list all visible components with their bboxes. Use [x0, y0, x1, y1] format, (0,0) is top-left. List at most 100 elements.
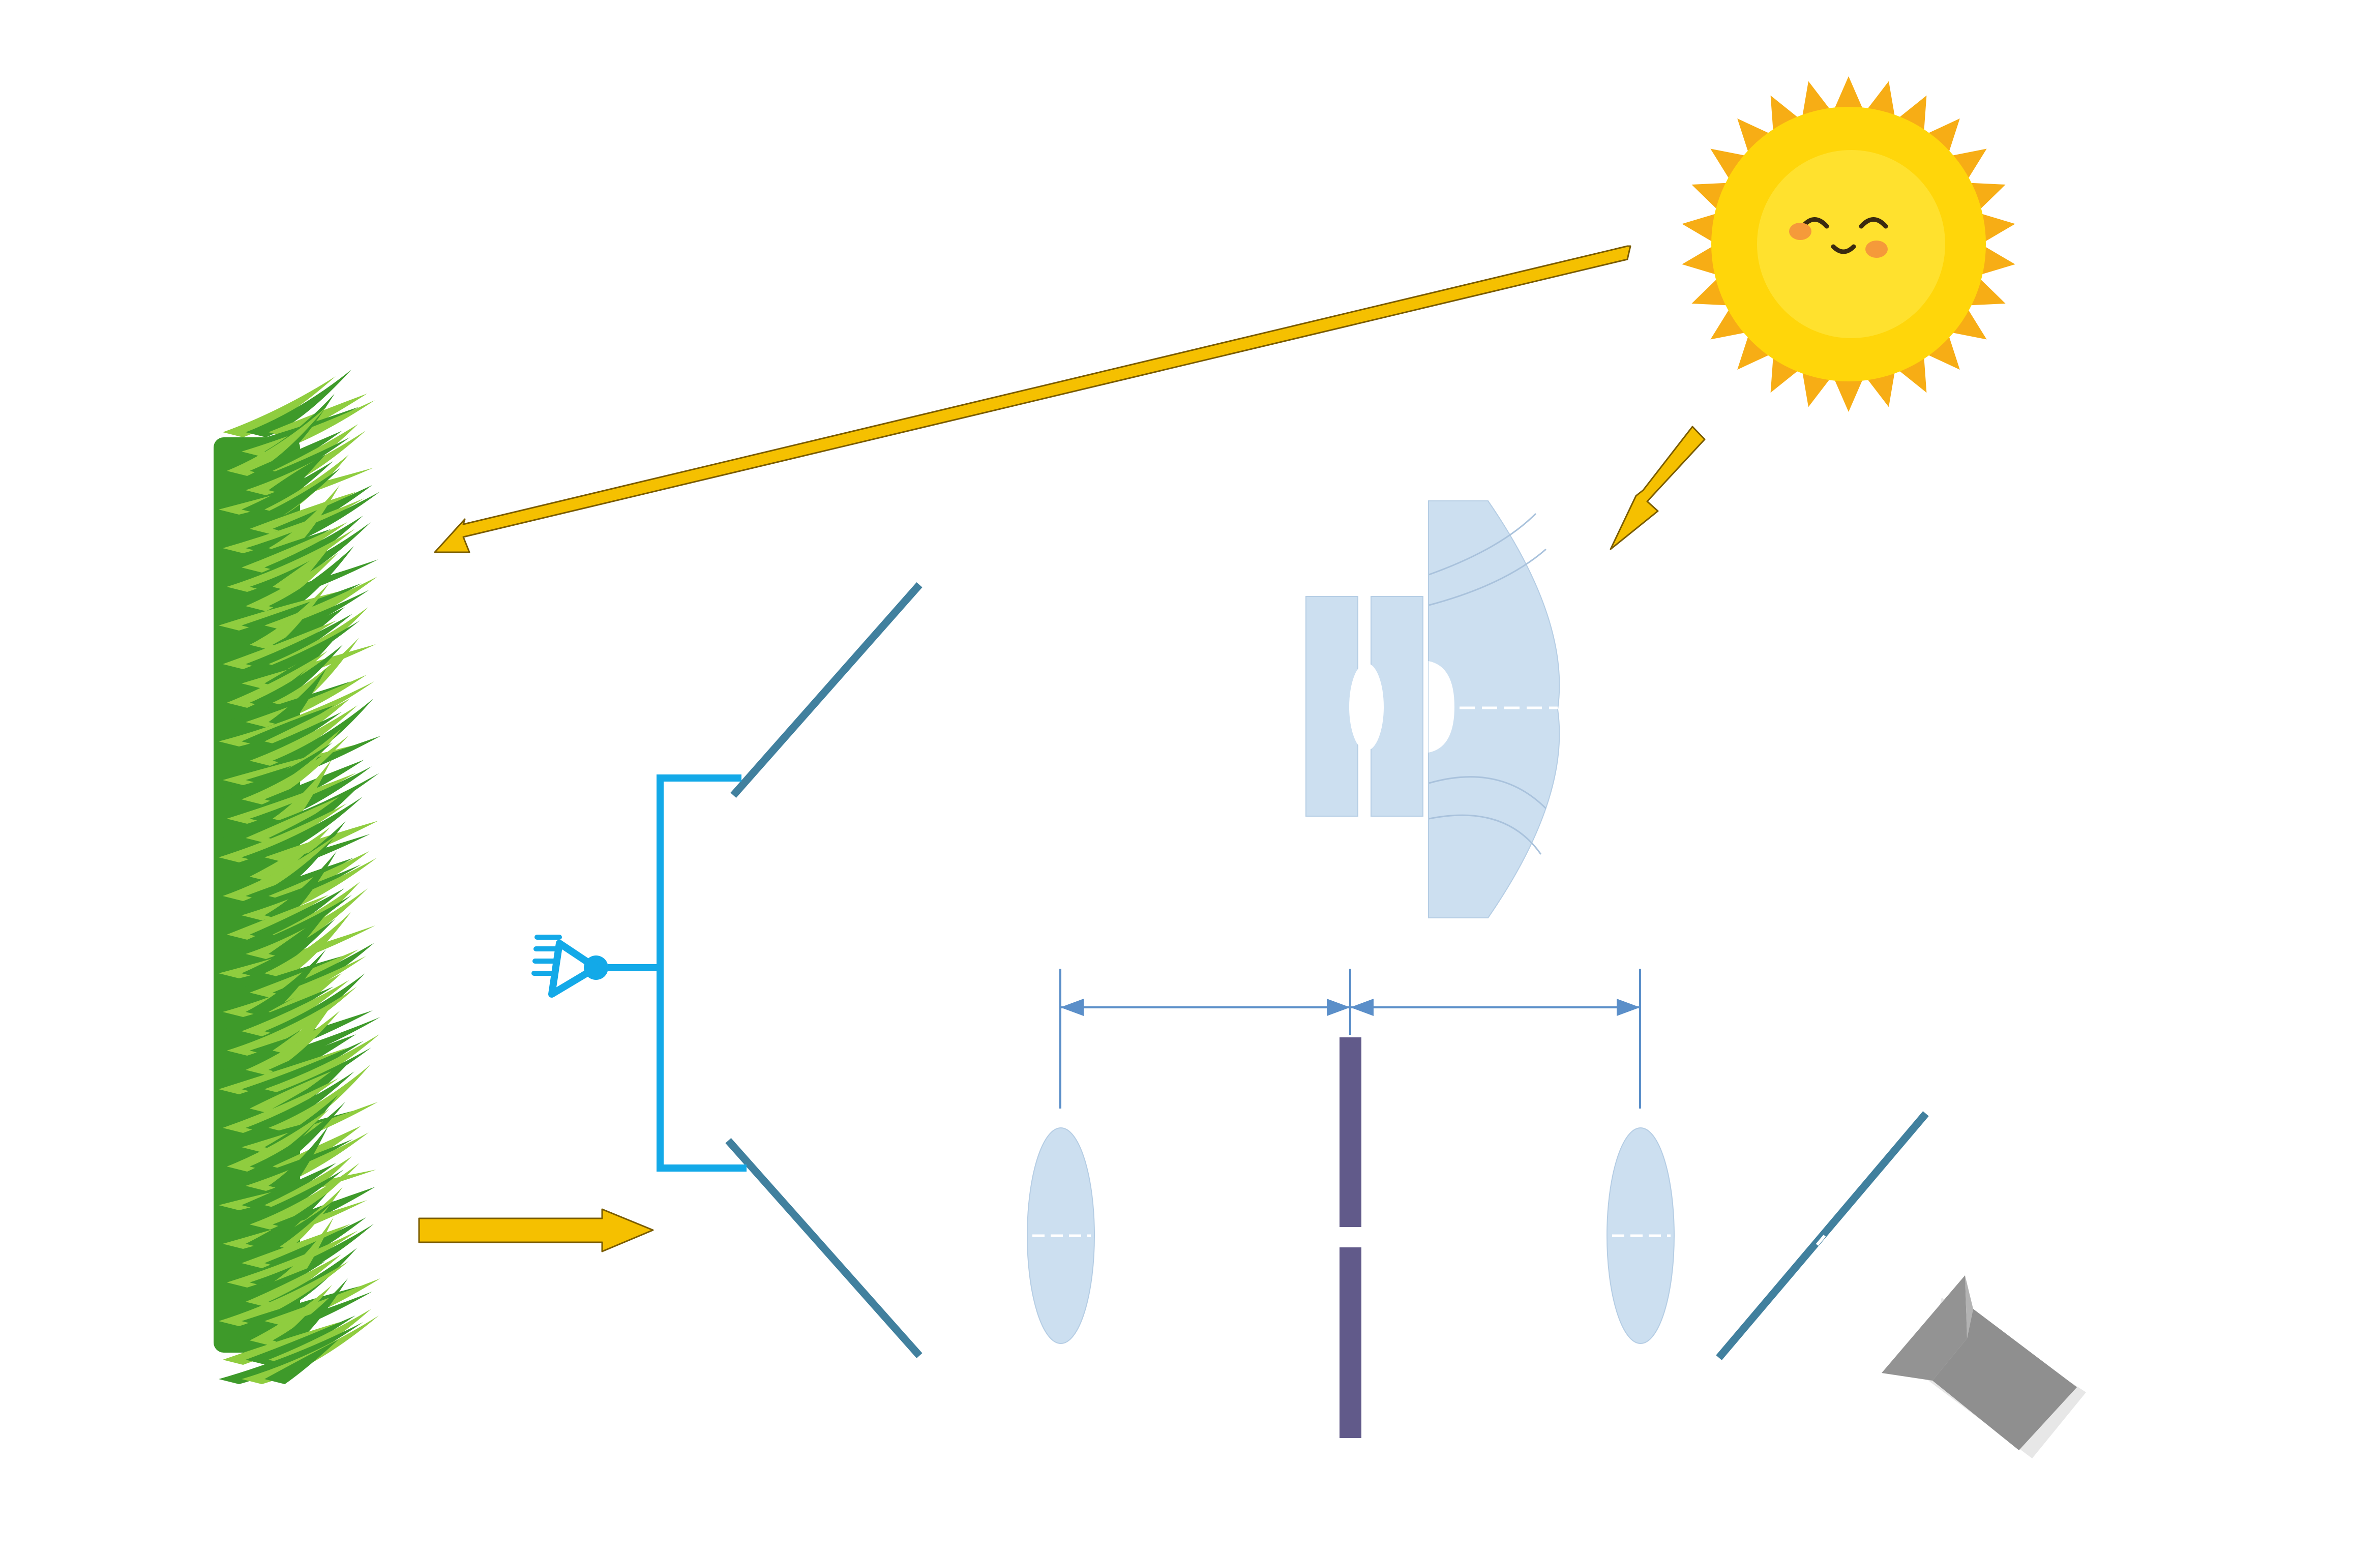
dimension-arrowhead-1: [1060, 999, 1084, 1016]
grass-blade: [250, 705, 358, 766]
grass-blade: [273, 1004, 333, 1056]
grass-blade: [264, 1034, 379, 1094]
grass-blade: [273, 424, 358, 476]
grass-blade: [269, 546, 354, 611]
grass-blade: [246, 1254, 341, 1307]
grass-blade: [242, 400, 375, 457]
grass-blade: [246, 858, 353, 901]
grass-blade: [264, 973, 365, 1036]
grass-blade: [246, 553, 338, 611]
grass-blade: [269, 790, 355, 843]
objective-lens-large: [1428, 500, 1560, 918]
grass-blade: [223, 1261, 325, 1307]
focal-length-dimension: [1059, 969, 1641, 1109]
detector-front-cone: [1882, 1275, 1967, 1381]
grass-blade: [227, 529, 355, 592]
grass-blade: [246, 949, 326, 1017]
grass-blade: [264, 638, 336, 689]
grass-blade: [269, 455, 325, 495]
grass-blade: [246, 614, 352, 669]
grass-blade: [219, 742, 333, 804]
grass-blade: [246, 1316, 355, 1365]
grass-blade: [264, 912, 351, 978]
grass-blade: [264, 821, 378, 862]
grass-blade: [223, 834, 338, 901]
grass-blade: [264, 699, 350, 746]
grass-blade: [250, 1102, 345, 1172]
grass-blade: [242, 1163, 336, 1210]
fold-mirror: [1716, 1111, 1929, 1360]
grass-blade: [246, 797, 339, 843]
grass-blade: [269, 1309, 371, 1365]
detector-camera-icon: [1882, 1275, 2086, 1458]
grass-blade: [250, 431, 342, 476]
grass-blade: [219, 407, 359, 457]
sun-face: [1757, 150, 1945, 338]
grass-blade: [273, 760, 332, 824]
grass-blade: [250, 827, 330, 882]
grass-blade: [242, 1041, 364, 1094]
grass-blade: [273, 638, 359, 708]
grass-blade: [223, 437, 350, 495]
grass-blade: [250, 766, 372, 824]
grass-blade: [242, 919, 335, 978]
grass-blade: [223, 1017, 380, 1075]
grass-blade: [227, 651, 328, 708]
grass-blade: [264, 1339, 339, 1384]
grass-blade: [219, 620, 360, 689]
objective-reflection-curve-3: [1429, 776, 1547, 810]
grass-blade: [269, 912, 328, 959]
grass-blade: [227, 712, 342, 766]
grass-blade: [242, 522, 347, 573]
grass-blade: [227, 407, 326, 476]
dimension-arrowhead-3: [1350, 999, 1374, 1016]
objective-inner-cavity: [1429, 661, 1454, 753]
scan-mirror-bottom: [725, 1138, 923, 1358]
grass-blade: [242, 797, 363, 862]
grass-blade: [246, 888, 368, 959]
grass-blade: [250, 583, 329, 650]
grass-blade: [250, 1071, 331, 1114]
grass-blade: [269, 1126, 329, 1191]
grass-blade: [264, 851, 337, 920]
grass-blade: [219, 1261, 349, 1326]
objective-reflection-curve-4: [1429, 814, 1542, 855]
objective-reflection-curve-1: [1429, 513, 1537, 576]
grass-blade: [273, 1126, 361, 1172]
grass-blade: [269, 1034, 356, 1075]
objective-aperture-gap: [1349, 663, 1384, 751]
grass-blade: [246, 1071, 354, 1133]
grass-blade: [242, 583, 362, 631]
dimension-arrowhead-2: [1327, 999, 1350, 1016]
grass-blade: [269, 1248, 357, 1307]
grass-blade: [223, 895, 352, 959]
grass-blade: [223, 376, 336, 437]
grass-blade: [269, 485, 340, 553]
grass-blade: [242, 736, 348, 804]
grass-blade: [227, 468, 341, 534]
grass-blade: [219, 1322, 363, 1384]
fold-mirror-mark: [1816, 1235, 1826, 1246]
grass-blade: [246, 370, 351, 437]
objective-reflection-curve-2: [1429, 548, 1546, 606]
sun-icon: [1682, 76, 2015, 412]
detector-body: [1932, 1309, 2077, 1450]
detector-edge: [1965, 1275, 1973, 1338]
grass-blade: [223, 956, 366, 1017]
grass-blade: [242, 980, 349, 1036]
grass-blade: [246, 1193, 327, 1249]
scan-frame: [657, 774, 747, 1172]
grass-blade: [264, 516, 363, 573]
grass-blade: [246, 431, 366, 495]
grass-blade: [227, 1048, 371, 1114]
grass-blade: [242, 705, 334, 746]
grass-blade: [227, 1109, 330, 1172]
sun-right-eye: [1859, 217, 1888, 229]
grass-icon: [214, 370, 381, 1384]
sun-smile: [1831, 244, 1856, 254]
grass-blade: [250, 888, 344, 940]
grass-blade: [227, 773, 356, 824]
grass-blade: [273, 882, 360, 940]
